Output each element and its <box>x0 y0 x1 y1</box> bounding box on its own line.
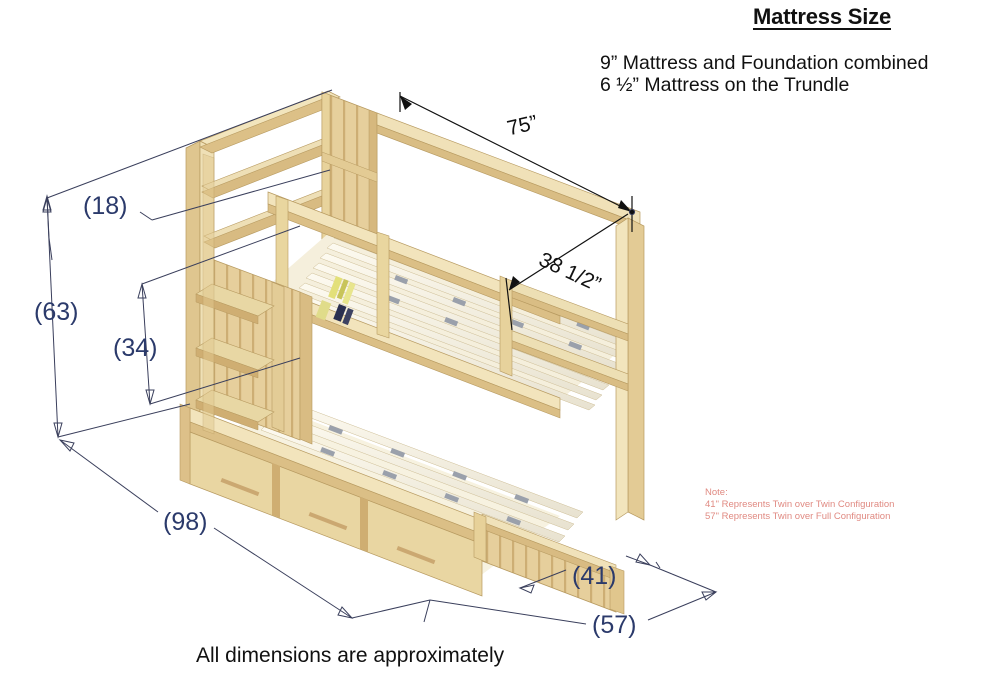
mattress-line-1: 9” Mattress and Foundation combined <box>600 52 929 74</box>
dimension-label-63: (63) <box>34 298 79 326</box>
ext-34-bottom <box>149 357 301 405</box>
ext-98-right <box>351 599 431 619</box>
lower-bunk <box>179 399 584 597</box>
dim-line-57-a <box>429 599 587 625</box>
dim-line-18 <box>46 195 50 239</box>
configuration-note: Note: 41" Represents Twin over Twin Conf… <box>705 487 955 523</box>
ext-41 <box>649 564 673 575</box>
dimension-lines <box>42 89 718 625</box>
dim-line-41-a <box>519 569 567 589</box>
mattress-size-title: Mattress Size <box>752 4 891 29</box>
dimension-label-98: (98) <box>163 508 208 536</box>
dimension-label-18: (18) <box>83 192 128 220</box>
upper-bunk-guard-rail <box>267 191 561 419</box>
dim-line-34 <box>141 283 151 405</box>
ext-57-vert <box>671 573 717 593</box>
dimension-label-41: (41) <box>572 562 617 590</box>
footboard-panel <box>473 511 625 615</box>
ext-line-top <box>46 89 333 199</box>
ext-line-bottom <box>57 403 191 438</box>
dimension-label-57: (57) <box>592 611 637 639</box>
dim-line-75 <box>399 95 633 213</box>
note-line-2: 57" Represents Twin over Full Configurat… <box>705 511 891 522</box>
dim-line-98-b <box>213 527 353 619</box>
shelf-items <box>315 276 356 326</box>
mattress-line-2: 6 ½” Mattress on the Trundle <box>600 74 850 96</box>
dimension-label-34: (34) <box>113 334 158 362</box>
dim-line-98-a <box>59 439 159 513</box>
right-end-post-upper <box>499 217 645 521</box>
dim-line-385 <box>508 213 629 291</box>
mattress-size-details: 9” Mattress and Foundation combined 6 ½”… <box>600 52 1000 96</box>
note-line-1: 41" Represents Twin over Twin Configurat… <box>705 499 895 510</box>
left-side-panel <box>202 153 215 435</box>
note-label: Note: <box>705 487 728 498</box>
approximate-dimensions-caption: All dimensions are approximately <box>196 644 505 667</box>
ext-34-top <box>141 225 301 285</box>
dim-line-57-c <box>647 591 717 621</box>
bookcase-stair-unit <box>195 259 356 445</box>
dim-line-41-b <box>625 555 651 566</box>
